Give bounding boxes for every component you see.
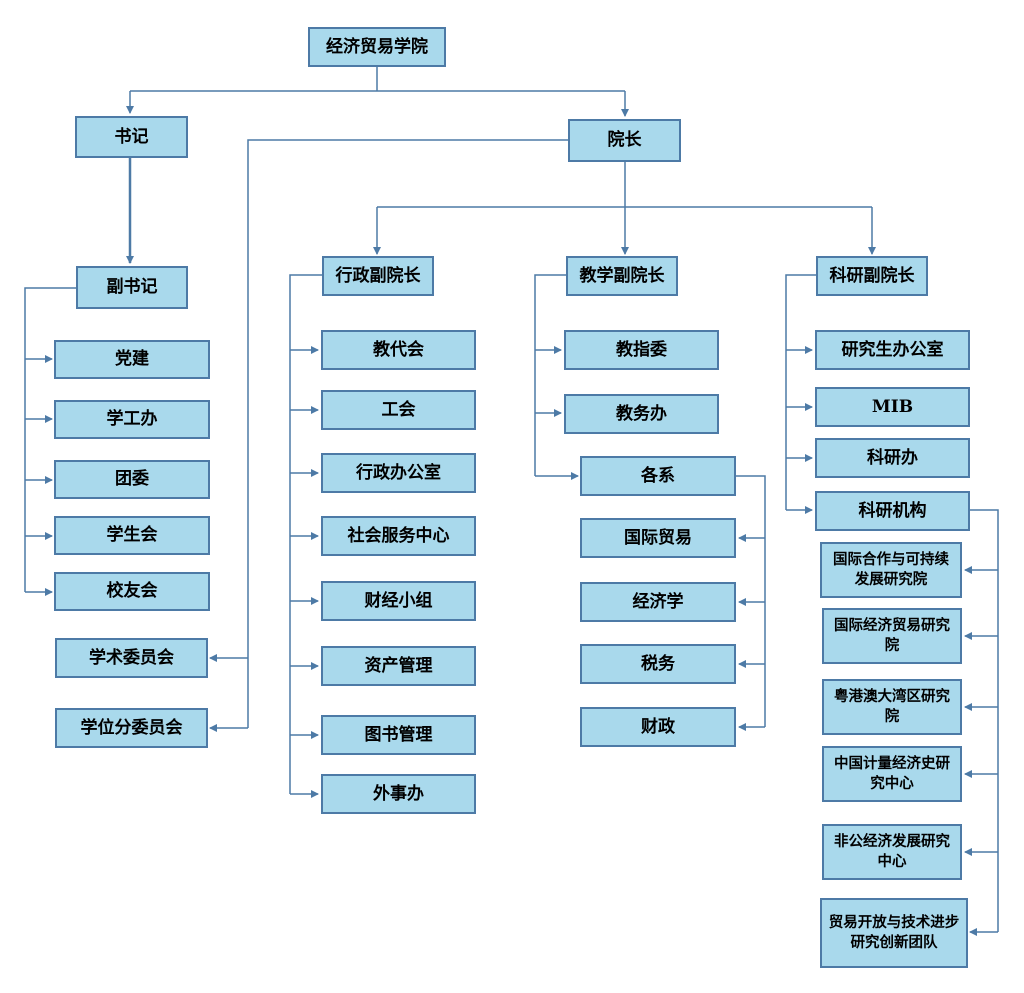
node-alumni: 校友会 (54, 572, 210, 611)
node-departments: 各系 (580, 456, 736, 496)
node-institute-greater-bay-area: 粤港澳大湾区研究院 (822, 679, 962, 735)
node-labor-union: 工会 (321, 390, 476, 430)
node-admin-vice-dean: 行政副院长 (322, 256, 434, 296)
node-youth-league: 团委 (54, 460, 210, 499)
node-team-trade-openness: 贸易开放与技术进步研究创新团队 (820, 898, 968, 968)
node-academic-committee: 学术委员会 (55, 638, 208, 678)
node-foreign-affairs-office: 外事办 (321, 774, 476, 814)
node-social-service-center: 社会服务中心 (321, 516, 476, 556)
node-center-non-public-economy: 非公经济发展研究中心 (822, 824, 962, 880)
node-dept-economics: 经济学 (580, 582, 736, 622)
node-library-management: 图书管理 (321, 715, 476, 755)
node-party-building: 党建 (54, 340, 210, 379)
node-research-vice-dean: 科研副院长 (816, 256, 928, 296)
node-student-affairs: 学工办 (54, 400, 210, 439)
node-teaching-steering-committee: 教指委 (564, 330, 719, 370)
node-admin-office: 行政办公室 (321, 453, 476, 493)
node-dept-international-trade: 国际贸易 (580, 518, 736, 558)
node-finance-group: 财经小组 (321, 581, 476, 621)
node-student-union: 学生会 (54, 516, 210, 555)
node-institute-intl-cooperation: 国际合作与可持续发展研究院 (820, 542, 962, 598)
node-deputy-secretary: 副书记 (76, 266, 188, 309)
node-institute-intl-economics-trade: 国际经济贸易研究院 (822, 608, 962, 664)
node-research-office: 科研办 (815, 438, 970, 478)
node-dept-public-finance: 财政 (580, 707, 736, 747)
node-dept-taxation: 税务 (580, 644, 736, 684)
node-degree-committee: 学位分委员会 (55, 708, 208, 748)
node-staff-congress: 教代会 (321, 330, 476, 370)
node-root: 经济贸易学院 (308, 27, 446, 67)
node-academic-affairs-office: 教务办 (564, 394, 719, 434)
node-research-institutes: 科研机构 (815, 491, 970, 531)
node-graduate-office: 研究生办公室 (815, 330, 970, 370)
node-dean: 院长 (568, 119, 681, 162)
node-secretary: 书记 (75, 116, 188, 158)
node-center-econometric-history: 中国计量经济史研究中心 (822, 746, 962, 802)
node-teaching-vice-dean: 教学副院长 (566, 256, 678, 296)
node-asset-management: 资产管理 (321, 646, 476, 686)
node-mib: MIB (815, 387, 970, 427)
